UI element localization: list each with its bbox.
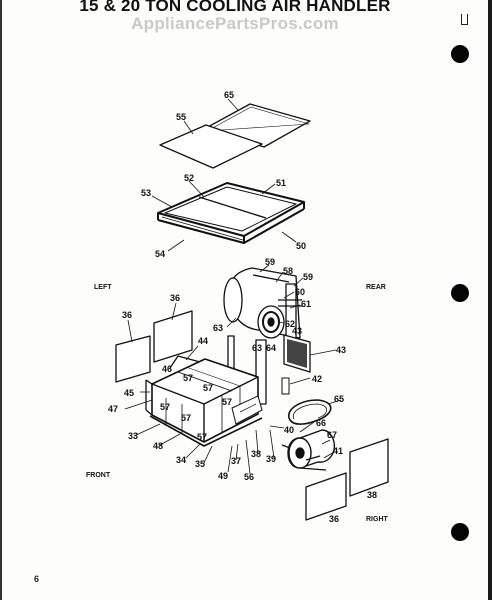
- rear-supports: [227, 335, 290, 405]
- part-label: 44: [198, 336, 208, 346]
- filter-rack: [157, 182, 305, 244]
- part-label: 45: [124, 388, 134, 398]
- part-label: 57: [197, 432, 207, 442]
- top-panel-55: [159, 124, 263, 169]
- part-label: 38: [367, 490, 377, 500]
- part-label: 61: [301, 299, 311, 309]
- page-right-edge: [488, 0, 492, 600]
- part-label: 49: [218, 471, 228, 481]
- page-number: 6: [34, 574, 40, 584]
- page-title: 15 & 20 TON COOLING AIR HANDLER: [79, 0, 391, 15]
- panel-43: [283, 334, 311, 373]
- part-label: 36: [170, 293, 180, 303]
- part-label: 57: [183, 373, 193, 383]
- orientation-rear: REAR: [366, 284, 386, 291]
- binder-hole-middle: [451, 284, 469, 302]
- side-panel-36-upper: [153, 310, 193, 363]
- part-label: 67: [327, 430, 337, 440]
- part-label: 62: [285, 319, 295, 329]
- leader-lines: [124, 98, 342, 475]
- part-label: 56: [244, 472, 254, 482]
- orientation-left: LEFT: [94, 284, 112, 291]
- part-label: 57: [222, 397, 232, 407]
- part-label: 36: [329, 514, 339, 524]
- orientation-front: FRONT: [86, 472, 111, 479]
- part-label: 50: [296, 241, 306, 251]
- coil-cabinet: [145, 355, 263, 443]
- part-label: 35: [195, 459, 205, 469]
- part-label: 46: [162, 364, 172, 374]
- part-label: 33: [128, 431, 138, 441]
- drain-pan: [149, 415, 263, 447]
- part-label: 57: [203, 383, 213, 393]
- belt-65: [287, 399, 332, 425]
- part-label: 51: [276, 178, 286, 188]
- part-label: 47: [108, 404, 118, 414]
- part-label: 64: [266, 343, 276, 353]
- part-label: 40: [284, 425, 294, 435]
- part-label: 43: [336, 345, 346, 355]
- part-label: 66: [316, 418, 326, 428]
- part-label: 57: [160, 402, 170, 412]
- corner-mark: [461, 14, 468, 25]
- part-label: 41: [333, 446, 343, 456]
- part-label: 59: [303, 272, 313, 282]
- part-label: 54: [155, 249, 165, 259]
- part-label: 38: [251, 449, 261, 459]
- part-label: 65: [224, 90, 234, 100]
- part-label: 53: [141, 188, 151, 198]
- part-label: 57: [181, 413, 191, 423]
- binder-hole-bottom: [451, 523, 469, 541]
- part-label: 55: [176, 112, 186, 122]
- watermark: AppliancePartsPros.com: [131, 14, 339, 33]
- binder-hole-top: [451, 45, 469, 63]
- part-label: 39: [266, 454, 276, 464]
- orientation-labels: LEFT REAR FRONT RIGHT: [86, 284, 389, 523]
- part-label: 36: [122, 310, 132, 320]
- part-label: 42: [312, 374, 322, 384]
- orientation-right: RIGHT: [366, 516, 389, 523]
- part-label: 65: [334, 394, 344, 404]
- part-label: 43: [292, 326, 302, 336]
- front-panel-36: [305, 472, 347, 521]
- side-panel-36-left: [115, 335, 151, 383]
- part-label: 52: [184, 173, 194, 183]
- front-panel-38: [349, 438, 389, 497]
- motor: [281, 429, 336, 471]
- blower-assembly: [223, 267, 302, 341]
- part-label: 37: [231, 456, 241, 466]
- part-label: 59: [265, 257, 275, 267]
- part-label: 63: [213, 323, 223, 333]
- part-label: 63: [252, 343, 262, 353]
- part-labels: 65 55 52 51 53 50 54 59 58 59 60 61 62 6…: [108, 90, 377, 524]
- part-label: 60: [295, 287, 305, 297]
- page-left-edge: [0, 0, 2, 600]
- part-label: 58: [283, 266, 293, 276]
- part-label: 34: [176, 455, 186, 465]
- part-label: 48: [153, 441, 163, 451]
